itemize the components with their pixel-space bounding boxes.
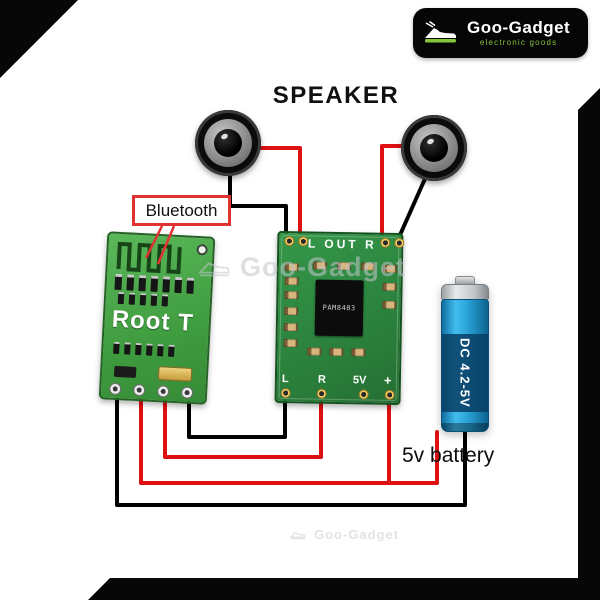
smd-component bbox=[162, 276, 171, 293]
amplifier-ic-chip: PAM8403 bbox=[314, 279, 364, 337]
solder-pad bbox=[108, 382, 122, 396]
battery-cap bbox=[441, 284, 489, 300]
smd-component bbox=[360, 262, 375, 271]
smd-component bbox=[161, 294, 169, 307]
component-row bbox=[117, 291, 169, 307]
amplifier-board: L OUT R PAM8403 L R 5V + bbox=[274, 230, 405, 406]
flying-shoe-icon bbox=[425, 20, 456, 43]
smd-component bbox=[138, 275, 147, 292]
smd-component bbox=[283, 339, 298, 348]
smd-component bbox=[117, 291, 125, 305]
smd-component bbox=[146, 343, 153, 356]
amp-5v-label: 5V bbox=[352, 374, 367, 387]
battery: DC 4.2-5V bbox=[441, 276, 489, 432]
antenna-trace-icon bbox=[116, 241, 182, 275]
solder-pad bbox=[132, 383, 146, 397]
smd-component bbox=[284, 277, 299, 286]
smd-component bbox=[174, 276, 183, 294]
bluetooth-module-board: Root T bbox=[98, 231, 216, 405]
solder-pad bbox=[156, 385, 170, 398]
speaker-left bbox=[195, 110, 261, 176]
smd-component bbox=[336, 261, 351, 271]
bluetooth-callout-label: Bluetooth bbox=[145, 200, 218, 220]
speaker-cone bbox=[214, 129, 242, 157]
smd-component bbox=[307, 347, 322, 356]
chip-marking: PAM8403 bbox=[322, 303, 356, 313]
callout-box: Bluetooth bbox=[132, 195, 231, 226]
smd-component bbox=[382, 282, 397, 291]
bluetooth-board-text: Root T bbox=[111, 305, 195, 337]
smd-component bbox=[150, 275, 159, 292]
smd-component bbox=[167, 344, 175, 357]
brand-logo: Goo-Gadget electronic goods bbox=[413, 8, 588, 58]
smd-component bbox=[139, 293, 147, 306]
smd-component bbox=[284, 263, 299, 272]
smd-component bbox=[113, 341, 120, 355]
wire-left-speaker-red bbox=[250, 146, 302, 246]
crystal-component bbox=[157, 366, 193, 382]
amp-input-right-label: R bbox=[317, 373, 326, 386]
amp-output-label: L OUT R bbox=[307, 236, 377, 252]
inductor-component bbox=[113, 365, 137, 378]
battery-voltage-label: DC 4.2-5V bbox=[457, 338, 473, 408]
speaker-cone bbox=[420, 134, 448, 162]
brand-tagline: electronic goods bbox=[479, 38, 558, 47]
smd-component bbox=[312, 261, 327, 270]
smd-component bbox=[284, 291, 299, 300]
logo-text-block: Goo-Gadget electronic goods bbox=[467, 19, 570, 47]
smd-component bbox=[114, 273, 123, 291]
battery-caption: 5v battery bbox=[402, 444, 495, 467]
component-row bbox=[114, 273, 195, 294]
smd-component bbox=[283, 323, 298, 332]
amp-input-left-label: L bbox=[281, 373, 289, 386]
solder-pad bbox=[380, 237, 391, 248]
smd-component bbox=[382, 264, 397, 274]
smd-component bbox=[150, 293, 158, 306]
smd-component bbox=[128, 292, 136, 305]
smd-component bbox=[329, 347, 344, 357]
smd-component bbox=[124, 342, 131, 355]
battery-body: DC 4.2-5V bbox=[441, 299, 489, 432]
smd-component bbox=[284, 307, 299, 316]
solder-pad bbox=[394, 237, 405, 249]
speaker-right bbox=[401, 115, 467, 181]
speaker-heading: SPEAKER bbox=[272, 82, 400, 109]
smd-component bbox=[351, 348, 366, 357]
battery-label-band: DC 4.2-5V bbox=[442, 334, 488, 412]
battery-bottom-edge bbox=[442, 423, 488, 431]
smd-component bbox=[157, 344, 164, 357]
smd-component bbox=[186, 277, 195, 294]
component-row bbox=[113, 341, 175, 357]
brand-name: Goo-Gadget bbox=[467, 18, 571, 37]
mounting-hole bbox=[196, 243, 208, 256]
smd-component bbox=[135, 342, 142, 356]
solder-pad bbox=[180, 386, 194, 399]
amp-plus-label: + bbox=[383, 372, 392, 388]
smd-component bbox=[382, 300, 397, 309]
smd-component bbox=[126, 274, 135, 291]
